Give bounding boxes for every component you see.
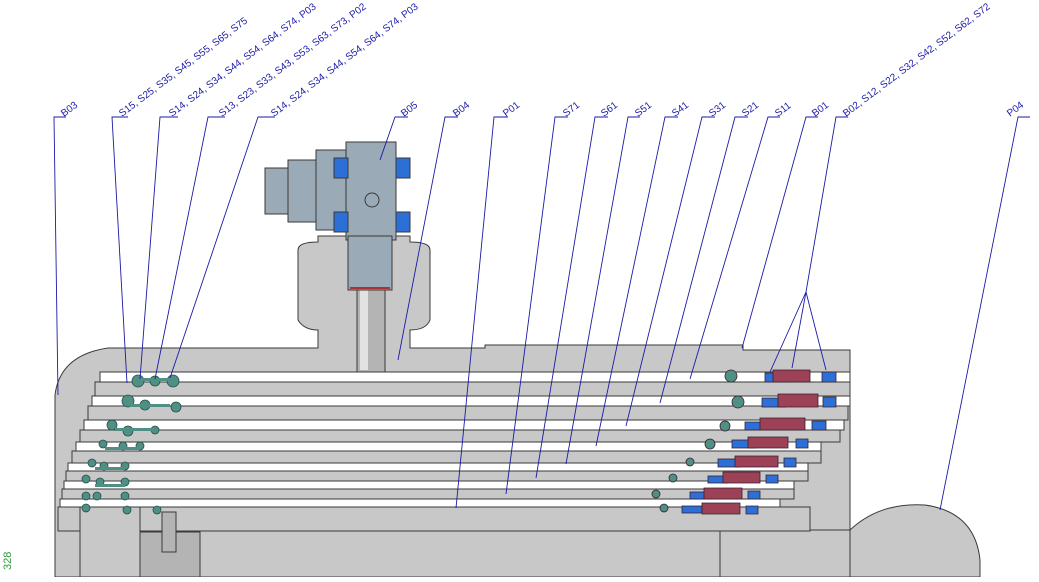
leader-B03: [53, 116, 66, 396]
sleeve-gap-6: [63, 480, 795, 490]
seal-strips-left: [95, 378, 174, 487]
rod-seal: [747, 436, 789, 449]
o-ring: [651, 489, 661, 499]
end-cap-bulb: [849, 504, 981, 578]
guide-ring: [783, 457, 797, 468]
sleeve-5: [65, 470, 809, 482]
leader-P01: [455, 116, 508, 509]
rod-seal: [722, 471, 761, 484]
sleeve-2: [87, 405, 849, 421]
rod-seal: [759, 417, 806, 431]
leader-S31: [625, 116, 715, 427]
leader-S51: [565, 116, 640, 465]
guide-ring: [822, 396, 837, 408]
o-ring: [719, 420, 731, 432]
rod-seal: [734, 455, 779, 468]
figure-number-text: 328: [2, 551, 14, 570]
sleeve-gap-7: [59, 498, 781, 508]
o-ring: [81, 503, 91, 513]
guide-ring: [795, 438, 809, 449]
o-ring: [731, 395, 745, 409]
o-ring: [152, 505, 162, 515]
leader-B02-branch-2: [791, 291, 807, 369]
leader-S71: [505, 116, 568, 495]
leader-B05: [379, 116, 408, 161]
o-ring: [659, 503, 669, 513]
guide-ring: [747, 490, 761, 500]
o-ring: [685, 457, 695, 467]
callout-label-B04: B04: [451, 100, 472, 120]
callout-label-S11: S11: [773, 100, 794, 119]
right-bottom-block: [719, 529, 851, 578]
rod-seal: [772, 369, 811, 383]
sleeve-gap-1: [99, 371, 851, 383]
leader-S13: [154, 116, 225, 380]
callout-label-S21: S21: [740, 100, 761, 120]
leader-S11: [689, 116, 780, 380]
o-ring: [120, 491, 130, 501]
callout-label-S61: S61: [599, 100, 620, 120]
o-ring: [704, 438, 716, 450]
callout-leaders: [53, 116, 1030, 511]
port-bore-highlight: [360, 290, 368, 370]
o-ring: [106, 419, 118, 431]
figure-number: 328: [2, 520, 16, 570]
leader-S14b: [169, 116, 275, 379]
leader-S14a: [139, 116, 178, 380]
elbow-fitting: [264, 141, 411, 291]
shaft-stub: [161, 511, 177, 553]
callout-label-S41: S41: [670, 100, 691, 120]
leader-S21: [659, 116, 748, 404]
o-ring: [122, 505, 132, 515]
rod-seal: [777, 393, 819, 408]
o-ring: [668, 473, 678, 483]
o-ring: [92, 491, 102, 501]
callout-labels: B03 S15, S25, S35, S45, S55, S65, S75 S1…: [59, 1, 1026, 119]
o-ring: [81, 474, 91, 484]
callout-label-B05: B05: [399, 100, 420, 120]
callout-label-B03: B03: [59, 100, 80, 120]
o-ring: [170, 401, 182, 413]
callout-label-P01: P01: [501, 100, 522, 120]
sleeve-4: [71, 450, 822, 464]
leader-B02-branch-3: [805, 291, 827, 371]
o-ring: [87, 458, 97, 468]
callout-label-B01: B01: [810, 100, 831, 120]
sleeve-gap-5: [67, 462, 809, 472]
piston-rod: [79, 506, 141, 578]
callout-label-B02: B02, S12, S22, S32, S42, S52, S62, S72: [841, 1, 993, 119]
leader-S61: [535, 116, 608, 479]
wiper-seal: [681, 505, 703, 514]
seal-packs-right: [651, 369, 837, 515]
leader-B04: [397, 116, 458, 361]
leader-B02-branch-1: [769, 291, 807, 373]
rod-seal: [701, 502, 741, 515]
sleeve-1: [94, 381, 851, 397]
callout-label-P04: P04: [1005, 100, 1026, 120]
o-ring: [724, 369, 738, 383]
sleeve-stack: [57, 371, 851, 578]
leader-S15: [111, 116, 128, 384]
o-ring: [98, 439, 108, 449]
callout-label-S31: S31: [707, 100, 728, 120]
leader-P04: [939, 116, 1030, 511]
sleeve-3: [79, 429, 841, 443]
guide-ring: [821, 371, 837, 383]
sleeve-6: [61, 488, 795, 500]
leader-S41: [595, 116, 678, 447]
guide-ring: [811, 420, 827, 431]
leader-B01: [741, 116, 818, 349]
leader-B02: [805, 116, 848, 293]
guide-ring: [745, 505, 759, 515]
guide-ring: [765, 474, 779, 484]
callout-label-S71: S71: [561, 100, 582, 120]
callout-label-S51: S51: [633, 100, 654, 120]
o-ring: [81, 491, 91, 501]
rod-seal: [703, 487, 743, 500]
